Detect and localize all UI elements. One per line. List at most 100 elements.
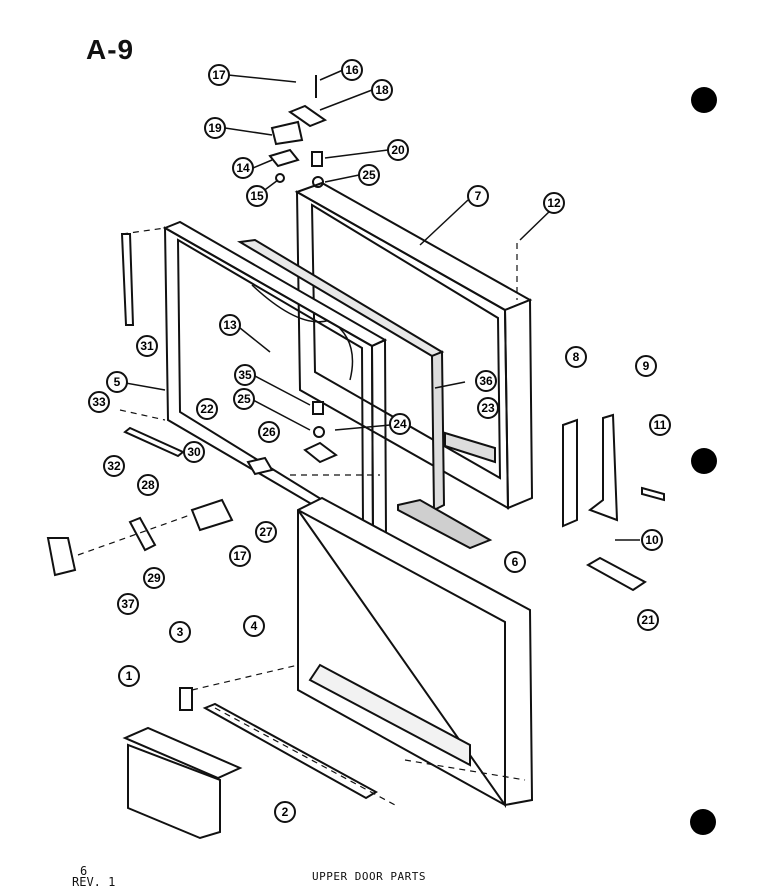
svg-text:25: 25	[237, 392, 251, 406]
callout-28: 28	[137, 474, 159, 496]
callout-18: 18	[371, 79, 393, 101]
bottom-strip-32	[123, 426, 185, 458]
binder-holes	[690, 87, 717, 835]
svg-text:2: 2	[282, 805, 289, 819]
svg-text:17: 17	[233, 549, 247, 563]
foam-block	[397, 498, 493, 550]
callout-1: 1	[118, 665, 140, 687]
callout-16: 16	[341, 59, 363, 81]
svg-text:8: 8	[573, 350, 580, 364]
svg-text:11: 11	[654, 418, 667, 432]
page-title: A-9	[86, 34, 135, 65]
callout-15: 15	[246, 185, 268, 207]
callout-8: 8	[565, 346, 587, 368]
page-number-block: 6 REV. 1	[72, 864, 116, 889]
callout-25-mid: 25	[233, 388, 255, 410]
svg-text:25: 25	[362, 168, 376, 182]
callout-14: 14	[232, 157, 254, 179]
svg-text:20: 20	[391, 143, 405, 157]
leader-lines	[119, 69, 640, 541]
svg-text:23: 23	[481, 401, 495, 415]
outer-door-frame	[294, 181, 534, 510]
callout-29: 29	[143, 567, 165, 589]
page-number: 6	[80, 864, 88, 878]
callout-19: 19	[204, 117, 226, 139]
callout-23: 23	[477, 397, 499, 419]
callout-26: 26	[258, 421, 280, 443]
callout-25-top: 25	[358, 164, 380, 186]
svg-text:3: 3	[177, 625, 184, 639]
dashed-guides	[77, 227, 526, 806]
svg-text:27: 27	[259, 525, 273, 539]
callout-22: 22	[196, 398, 218, 420]
callouts: 17 16 18 19 14 15 20 25 7 12 31 13 5 35 …	[88, 59, 671, 823]
callout-13: 13	[219, 314, 241, 336]
callout-4: 4	[243, 615, 265, 637]
svg-text:26: 26	[262, 425, 276, 439]
hinge-bracket-8	[562, 418, 578, 528]
svg-text:1: 1	[126, 669, 133, 683]
svg-text:33: 33	[92, 395, 106, 409]
hinge-plate-37	[46, 537, 77, 577]
callout-37: 37	[117, 593, 139, 615]
callout-32: 32	[103, 455, 125, 477]
inner-door-frame	[162, 220, 388, 542]
svg-text:21: 21	[641, 613, 655, 627]
trim-strip-21	[585, 556, 647, 592]
svg-text:13: 13	[223, 318, 237, 332]
callout-31: 31	[136, 335, 158, 357]
svg-text:15: 15	[250, 189, 264, 203]
callout-5: 5	[106, 371, 128, 393]
svg-text:36: 36	[479, 374, 493, 388]
callout-24: 24	[389, 413, 411, 435]
callout-10: 10	[641, 529, 663, 551]
svg-text:24: 24	[393, 417, 407, 431]
svg-text:7: 7	[475, 189, 482, 203]
callout-9: 9	[635, 355, 657, 377]
callout-21: 21	[637, 609, 659, 631]
svg-text:12: 12	[547, 196, 561, 210]
callout-17-top: 17	[208, 64, 230, 86]
callout-2: 2	[274, 801, 296, 823]
svg-text:16: 16	[345, 63, 359, 77]
door-bin	[122, 726, 243, 840]
callout-17-mid: 17	[229, 545, 251, 567]
bottom-rail-2	[202, 702, 379, 800]
svg-text:6: 6	[512, 555, 519, 569]
svg-text:31: 31	[140, 339, 154, 353]
callout-11: 11	[649, 414, 671, 436]
svg-text:37: 37	[121, 597, 135, 611]
svg-text:14: 14	[236, 161, 250, 175]
callout-30: 30	[183, 441, 205, 463]
foam-liner-frame	[237, 238, 446, 512]
svg-text:35: 35	[238, 368, 252, 382]
callout-12: 12	[543, 192, 565, 214]
svg-text:5: 5	[114, 375, 121, 389]
svg-text:19: 19	[208, 121, 222, 135]
callout-7: 7	[467, 185, 489, 207]
svg-text:9: 9	[643, 359, 650, 373]
svg-text:32: 32	[107, 459, 121, 473]
svg-text:30: 30	[187, 445, 201, 459]
svg-text:28: 28	[141, 478, 155, 492]
callout-36: 36	[475, 370, 497, 392]
clip-3	[179, 687, 193, 711]
svg-text:17: 17	[212, 68, 226, 82]
mid-hinge-parts	[128, 401, 496, 552]
callout-33: 33	[88, 391, 110, 413]
hinge-bracket-9	[587, 413, 619, 522]
callout-27: 27	[255, 521, 277, 543]
diagram-caption: UPPER DOOR PARTS	[312, 870, 426, 883]
callout-20-top: 20	[387, 139, 409, 161]
trim-piece-11	[641, 486, 665, 502]
svg-text:22: 22	[200, 402, 214, 416]
callout-3: 3	[169, 621, 191, 643]
callout-35-mid: 35	[234, 364, 256, 386]
top-hinge-assembly	[268, 75, 328, 188]
svg-text:10: 10	[645, 533, 659, 547]
svg-text:18: 18	[375, 83, 389, 97]
door-liner-panel	[297, 496, 534, 809]
revision-label: REV. 1	[72, 875, 116, 889]
svg-text:29: 29	[147, 571, 161, 585]
